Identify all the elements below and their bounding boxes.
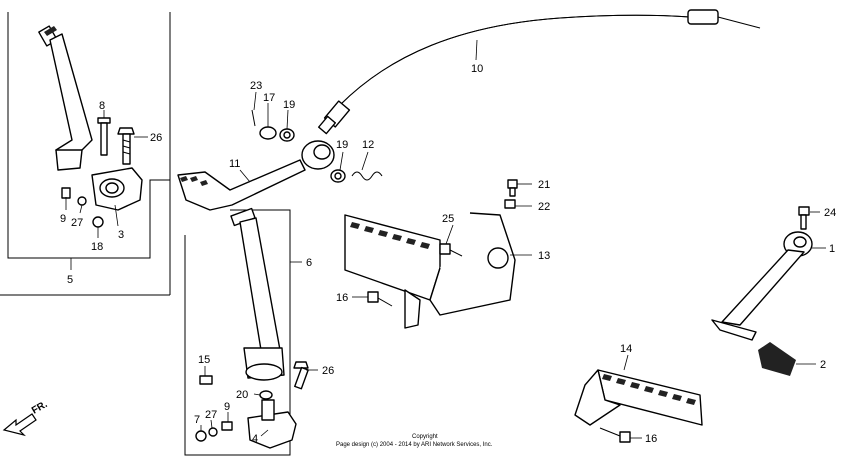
leader-lines	[65, 39, 826, 439]
bolt-26-upper	[117, 127, 135, 165]
label-part-8: 8	[99, 100, 105, 112]
label-part-19-lower: 19	[336, 139, 348, 151]
gearshift-pedal-1	[711, 231, 813, 341]
copyright-line-2: Page design (c) 2004 - 2014 by ARI Netwo…	[336, 442, 493, 448]
screw-9-upper	[61, 187, 71, 199]
kickstarter-arm-lower	[230, 207, 285, 381]
bolt-24	[798, 206, 810, 230]
nut-7	[195, 430, 207, 442]
label-part-17: 17	[263, 92, 275, 104]
screw-9-lower	[221, 421, 233, 431]
front-direction-arrow: FR.	[2, 399, 50, 437]
label-part-16-upper: 16	[336, 292, 348, 304]
part-labels: 8 26 9 27 18 3 5 23 17 19 11 19 12 10 25…	[60, 63, 836, 445]
washer-17	[259, 126, 277, 140]
label-part-4: 4	[252, 433, 258, 445]
label-part-20: 20	[236, 389, 248, 401]
label-part-22: 22	[538, 201, 550, 213]
step-bracket-13	[344, 212, 516, 329]
cotter-pin-23	[251, 109, 256, 127]
label-part-13: 13	[538, 250, 550, 262]
label-part-26-lower: 26	[322, 365, 334, 377]
label-part-7: 7	[194, 414, 200, 426]
bolt-15	[199, 375, 213, 385]
front-direction-label: FR.	[30, 399, 50, 417]
bolt-25	[439, 243, 463, 257]
bolt-16-upper	[367, 291, 393, 307]
seal-19-lower	[330, 169, 346, 183]
bolt-8	[97, 117, 111, 156]
spring-12	[351, 171, 383, 181]
step-14	[574, 369, 703, 426]
bolt-21	[507, 179, 518, 197]
label-part-26-upper: 26	[150, 132, 162, 144]
label-part-2: 2	[820, 359, 826, 371]
label-part-6: 6	[306, 257, 312, 269]
kickstarter-arm-upper	[38, 25, 93, 171]
cable-10	[317, 9, 761, 135]
bolt-16-lower	[599, 427, 631, 443]
label-part-11: 11	[229, 158, 240, 170]
label-part-9-lower: 9	[224, 401, 230, 413]
label-part-27-lower: 27	[205, 409, 217, 421]
bolt-26-lower	[293, 361, 309, 390]
pinion-4	[247, 399, 297, 449]
label-part-27-upper: 27	[71, 217, 83, 229]
washer-20	[259, 390, 273, 400]
label-part-16-lower: 16	[645, 433, 657, 445]
copyright-line-1: Copyright	[412, 434, 438, 440]
label-part-21: 21	[538, 179, 550, 191]
group-box-6	[184, 209, 291, 456]
label-part-5: 5	[67, 274, 73, 286]
kickstarter-pinion-3	[91, 167, 143, 211]
spring-18	[92, 216, 104, 228]
seal-19-upper	[279, 128, 295, 142]
label-part-15: 15	[198, 354, 210, 366]
label-part-19-upper: 19	[283, 99, 295, 111]
pedal-rubber-2	[758, 342, 796, 376]
label-part-10: 10	[471, 63, 483, 75]
label-part-3: 3	[118, 229, 124, 241]
label-part-18: 18	[91, 241, 103, 253]
label-part-23: 23	[250, 80, 262, 92]
label-part-24: 24	[824, 207, 836, 219]
label-part-9-upper: 9	[60, 213, 66, 225]
copyright: Copyright Page design (c) 2004 - 2014 by…	[336, 434, 493, 448]
brake-pedal-11	[177, 140, 335, 211]
label-part-14: 14	[620, 343, 632, 355]
label-part-1: 1	[829, 243, 835, 255]
nut-22	[504, 199, 516, 209]
label-part-12: 12	[362, 139, 374, 151]
label-part-25: 25	[442, 213, 454, 225]
group-box-5	[0, 12, 171, 296]
washer-27-upper	[77, 196, 87, 206]
washer-27-lower	[208, 427, 218, 437]
